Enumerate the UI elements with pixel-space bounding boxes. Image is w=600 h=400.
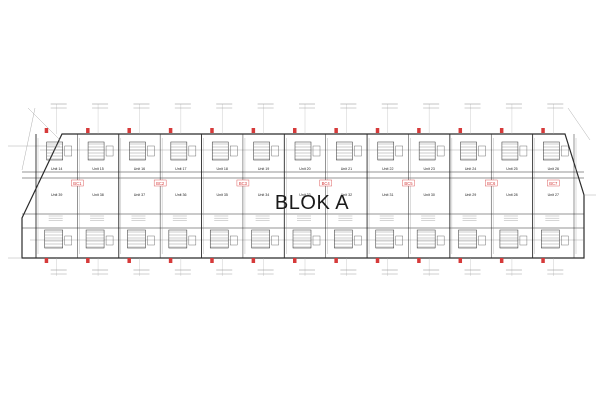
stair-block-top [336,141,362,161]
red-marker [458,258,463,263]
red-marker [44,258,49,263]
stair-block-bottom [334,229,362,249]
red-marker [293,258,297,263]
red-marker [127,258,131,263]
unit-label-top: Unit 23 [423,167,434,171]
unit-label-middle: Unit 30 [423,193,434,197]
stair-block-bottom [127,229,155,249]
red-marker [251,258,256,263]
unit-label-top: Unit 14 [51,167,62,171]
red-marker [86,128,90,133]
unit-label-middle: Unit 29 [465,193,476,197]
red-marker [334,258,338,263]
stair-block-bottom [85,229,114,249]
red-marker [168,258,173,263]
red-marker [417,128,421,133]
red-marker [44,128,49,133]
building-outline [21,133,585,259]
unit-label-middle: Unit 34 [258,193,269,197]
red-marker [251,128,256,133]
red-marker [375,128,380,133]
stair-block-top [501,141,528,161]
bc-marker: BC7 [547,179,560,187]
stair-block-bottom [209,229,238,249]
red-marker [210,258,214,263]
stair-block-top [211,141,238,161]
svg-text:BC7: BC7 [549,181,558,186]
red-marker [499,258,504,263]
bc-marker: BC5 [402,179,415,187]
svg-text:BC5: BC5 [404,181,413,186]
stair-block-top [253,141,279,161]
stair-block-top [543,141,569,161]
red-marker [293,128,297,133]
stair-block-bottom [44,229,72,249]
unit-label-middle: Unit 35 [217,193,228,197]
unit-label-top: Unit 15 [92,167,103,171]
unit-label-top: Unit 24 [465,167,476,171]
unit-label-middle: Unit 27 [548,193,559,197]
bc-marker: BC1 [71,179,84,187]
stair-block-bottom [499,229,528,249]
stair-block-bottom [375,229,403,249]
red-marker [458,128,463,133]
svg-text:BC1: BC1 [73,181,82,186]
block-title: BLOK A [274,192,350,214]
stair-block-bottom [168,229,197,249]
unit-label-middle: Unit 36 [175,193,186,197]
stair-block-bottom [416,229,445,249]
unit-label-top: Unit 21 [341,167,352,171]
unit-label-top: Unit 16 [134,167,145,171]
bc-marker: BC3 [236,179,250,187]
stair-block-top [460,141,486,161]
stair-block-bottom [251,229,279,249]
unit-label-middle: Unit 33 [299,193,310,197]
red-marker [541,258,545,263]
red-marker [334,128,338,133]
stair-block-top [418,141,445,161]
unit-label-middle: Unit 38 [92,193,103,197]
unit-label-top: Unit 26 [548,167,559,171]
unit-label-top: Unit 22 [382,167,393,171]
bc-marker: BC2 [153,179,167,187]
unit-label-top: Unit 25 [506,167,517,171]
bc-marker: BC6 [485,179,498,187]
stair-block-top [46,141,72,161]
stair-block-top [294,141,321,161]
stair-block-bottom [292,229,321,249]
unit-label-top: Unit 17 [175,167,186,171]
stair-block-top [129,141,155,161]
stair-block-bottom [458,229,486,249]
stair-block-top [87,141,114,161]
red-marker [168,128,173,133]
unit-label-middle: Unit 31 [382,193,393,197]
red-marker [375,258,380,263]
red-marker [86,258,90,263]
svg-text:BC2: BC2 [156,181,165,186]
unit-label-top: Unit 20 [299,167,310,171]
red-marker [541,128,545,133]
stair-block-top [377,141,403,161]
unit-label-top: Unit 18 [217,167,228,171]
unit-label-top: Unit 19 [258,167,269,171]
unit-label-middle: Unit 37 [134,193,145,197]
unit-label-middle: Unit 32 [341,193,352,197]
red-marker [127,128,131,133]
stair-block-bottom [541,229,569,249]
unit-label-middle: Unit 28 [506,193,517,197]
red-marker [499,128,504,133]
red-marker [210,128,214,133]
bc-marker: BC4 [319,179,332,187]
svg-text:BC4: BC4 [322,181,331,186]
svg-text:BC3: BC3 [239,181,248,186]
stair-block-top [170,141,197,161]
red-marker [417,258,421,263]
unit-label-middle: Unit 39 [51,193,62,197]
svg-text:BC6: BC6 [487,181,496,186]
